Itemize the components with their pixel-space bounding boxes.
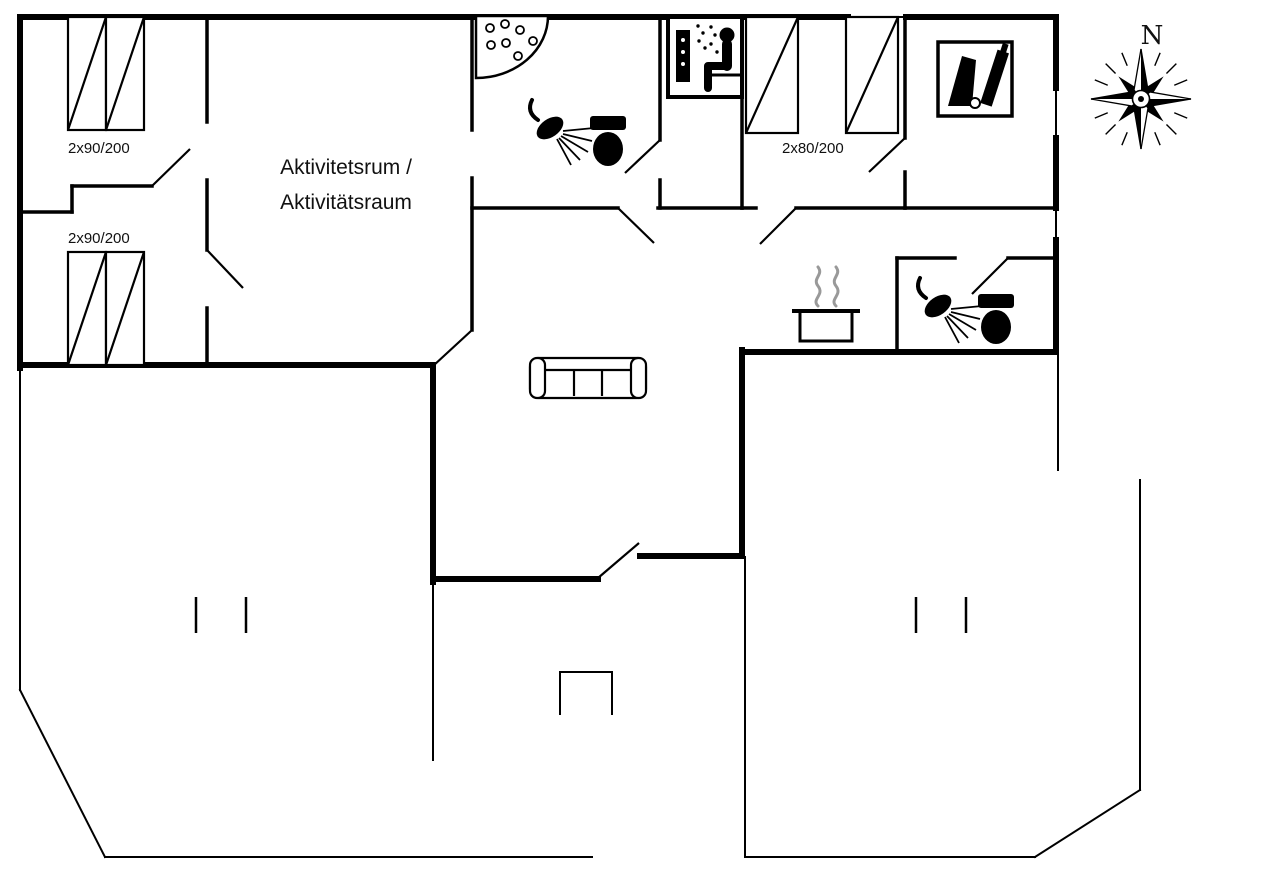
terrace-posts	[194, 597, 968, 633]
bed-size-label-top-left: 2x90/200	[68, 140, 130, 157]
bed-symbol-right	[744, 15, 900, 135]
whirlpool-bath-icon	[474, 14, 550, 80]
room-label-line2: Aktivitätsraum	[280, 191, 412, 214]
sauna-icon	[666, 15, 744, 99]
sofa-icon	[528, 356, 648, 400]
shower-toilet-icon	[528, 98, 628, 168]
room-label-line1: Aktivitetsrum /	[280, 156, 412, 179]
terrace-steps	[559, 671, 613, 715]
compass-north-label: N	[1141, 21, 1164, 51]
door-swings	[151, 137, 1009, 579]
bed-symbol-left-top	[66, 15, 146, 132]
bed-symbol-left-bottom	[66, 250, 146, 367]
interior-walls	[18, 15, 1058, 367]
exterior-walls	[17, 14, 1059, 585]
cooking-pot-icon	[792, 265, 860, 343]
terrace-outline	[18, 351, 1142, 859]
shower-toilet-icon	[916, 276, 1016, 346]
bed-size-label-bottom-left: 2x90/200	[68, 230, 130, 247]
utility-icon	[936, 40, 1014, 118]
compass-rose-icon	[1090, 48, 1192, 150]
bed-size-label-right: 2x80/200	[782, 140, 844, 157]
